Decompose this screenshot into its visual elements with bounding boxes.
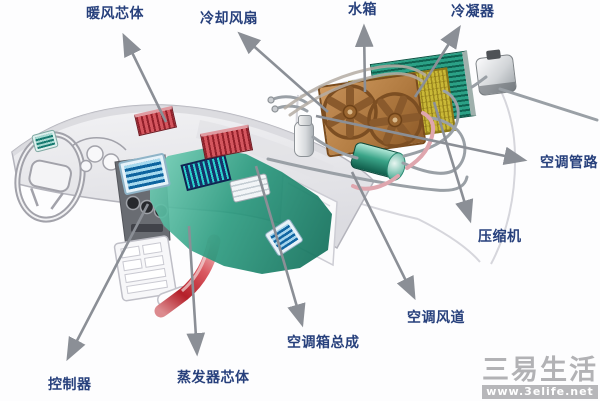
dashboard-top-rim [12,104,333,158]
watermark-url: www.3elife.net [482,385,598,399]
cooling-fan-wheel-left [324,86,376,138]
callout-label-cooling-fan: 冷却风扇 [200,11,258,27]
callout-label-compressor: 压缩机 [478,229,522,245]
callout-label-ac-air-duct: 空调风道 [407,310,465,326]
console-slot [131,224,163,232]
hose-fittings [267,96,279,113]
callout-label-evaporator-core: 蒸发器芯体 [177,370,250,386]
callout-label-heater-core: 暖风芯体 [86,6,144,22]
callout-label-ac-box-assembly: 空调箱总成 [287,335,360,351]
callout-arrow-heater-core [122,32,168,123]
refrigerant-pipes-graphic [351,111,436,191]
steering-wheel [14,131,86,223]
callout-arrow-controller [66,203,150,362]
watermark-brand: 三易生活 [482,355,598,386]
receiver-cap [298,115,312,126]
callout-arrow-ac-air-duct [350,171,416,301]
callout-arrow-ac-pipes [315,114,528,166]
callout-arrow-condenser [413,25,461,98]
callout-label-controller: 控制器 [48,377,92,393]
hvac-knob [125,195,141,211]
callout-arrow-compressor [432,101,474,224]
callout-label-ac-pipes: 空调管路 [540,155,598,171]
callout-arrow-evaporator-core [186,225,206,357]
watermark: 三易生活 www.3elife.net [482,357,598,399]
callout-arrow-cooling-fan [237,31,329,113]
callout-arrows [66,23,528,362]
callout-label-condenser: 冷凝器 [451,4,495,20]
lower-console-sketch [113,235,177,302]
receiver-drier-graphic [294,115,314,157]
callout-label-radiator: 水箱 [348,2,377,18]
callout-arrow-ac-box-assembly [254,165,306,328]
callout-arrow-radiator [354,23,374,93]
